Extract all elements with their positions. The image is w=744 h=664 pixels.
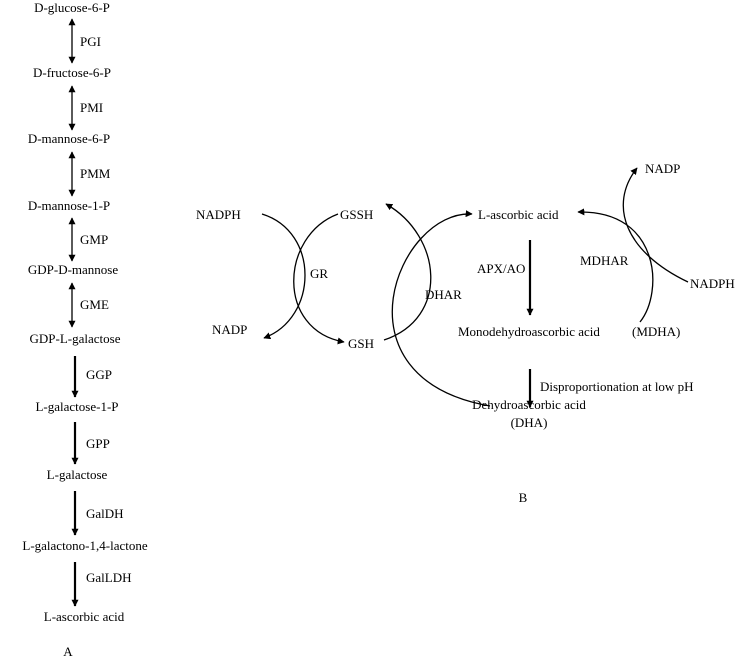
label-gsh: GSH — [348, 336, 374, 351]
enzyme-pmm: PMM — [80, 166, 111, 181]
arc-nadph-to-nadp-right — [622, 167, 689, 283]
label-mdha-abbr: (MDHA) — [632, 324, 680, 339]
label-apx-ao: APX/AO — [477, 261, 525, 276]
metabolite-l-galactose-1-p: L-galactose-1-P — [35, 399, 118, 414]
enzyme-ggp: GGP — [86, 367, 112, 382]
label-nadph-right: NADPH — [690, 276, 735, 291]
label-gr: GR — [310, 266, 328, 281]
metabolite-d-glucose-6-p: D-glucose-6-P — [34, 0, 110, 15]
metabolite-d-mannose-1-p: D-mannose-1-P — [28, 198, 110, 213]
label-nadp-left: NADP — [212, 322, 247, 337]
enzyme-gmp: GMP — [80, 232, 108, 247]
panel-a: D-glucose-6-P D-fructose-6-P D-mannose-6… — [22, 0, 147, 659]
enzyme-gme: GME — [80, 297, 109, 312]
metabolite-l-ascorbic-acid-a: L-ascorbic acid — [44, 609, 125, 624]
label-dhar: DHAR — [425, 287, 462, 302]
label-dha-abbr: (DHA) — [511, 415, 548, 430]
metabolite-gdp-l-galactose: GDP-L-galactose — [30, 331, 121, 346]
label-disproportionation: Disproportionation at low pH — [540, 379, 693, 394]
metabolite-d-fructose-6-p: D-fructose-6-P — [33, 65, 111, 80]
panel-a-label: A — [63, 644, 73, 659]
enzyme-galdh: GalDH — [86, 506, 124, 521]
enzyme-pgi: PGI — [80, 34, 101, 49]
metabolite-l-galactono-lactone: L-galactono-1,4-lactone — [22, 538, 147, 553]
label-mdha-name: Monodehydroascorbic acid — [458, 324, 600, 339]
label-gssh: GSSH — [340, 207, 373, 222]
metabolite-l-galactose: L-galactose — [47, 467, 108, 482]
arc-mdha-to-ascorbic — [577, 208, 654, 323]
enzyme-gpp: GPP — [86, 436, 110, 451]
enzyme-galldh: GalLDH — [86, 570, 132, 585]
arc-nadph-to-nadp — [261, 213, 306, 340]
arc-gssh-to-gsh — [293, 213, 345, 345]
panel-b-label: B — [519, 490, 528, 505]
label-l-ascorbic-acid-b: L-ascorbic acid — [478, 207, 559, 222]
label-nadph-left: NADPH — [196, 207, 241, 222]
metabolite-gdp-d-mannose: GDP-D-mannose — [28, 262, 118, 277]
label-nadp-right: NADP — [645, 161, 680, 176]
label-dha-name: Dehydroascorbic acid — [472, 397, 586, 412]
metabolite-d-mannose-6-p: D-mannose-6-P — [28, 131, 110, 146]
arc-dha-to-ascorbic — [391, 210, 491, 407]
panel-b: NADPH NADP GR GSSH GSH DHAR L-ascorbic a… — [196, 161, 735, 505]
enzyme-pmi: PMI — [80, 100, 103, 115]
label-mdhar: MDHAR — [580, 253, 629, 268]
arc-gsh-to-gssh — [383, 203, 432, 341]
